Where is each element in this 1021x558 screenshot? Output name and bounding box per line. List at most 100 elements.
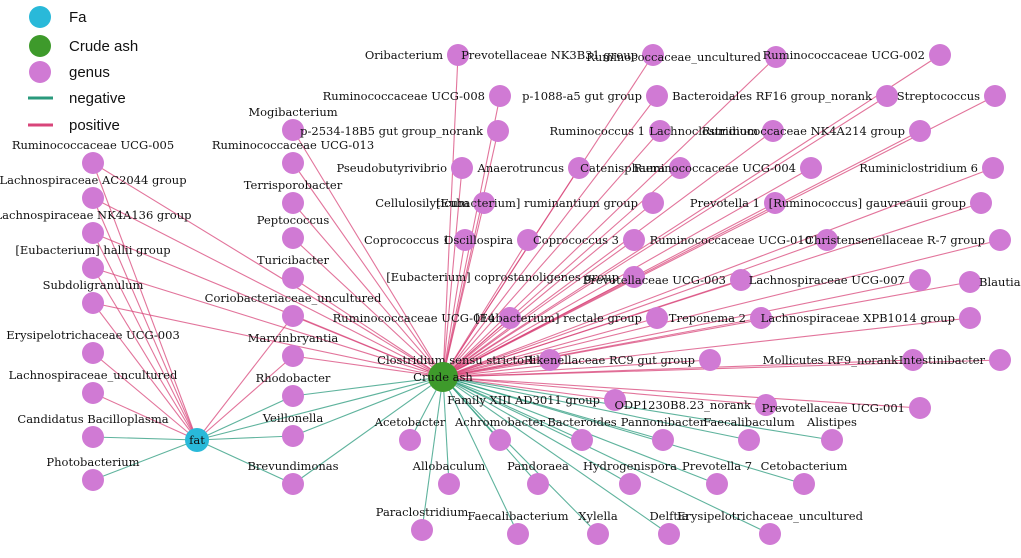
genus-node-circle <box>282 345 304 367</box>
genus-node-circle <box>989 229 1011 251</box>
edge-positive-r22-crude <box>442 239 466 378</box>
genus-node: Clostridium sensu stricto 1 <box>377 349 561 371</box>
legend-label-negative: negative <box>69 90 126 107</box>
genus-node: Faecalibacterium <box>467 509 569 545</box>
genus-node: Ruminococcus 1 <box>549 120 671 142</box>
genus-node-circle <box>762 120 784 142</box>
genus-node: Coprococcus 3 <box>533 229 645 251</box>
genus-node: Lachnospiraceae UCG-007 <box>749 269 931 291</box>
genus-node-circle <box>658 523 680 545</box>
genus-node: Ruminococcaceae UCG-002 <box>763 44 951 66</box>
genus-label: Brevundimonas <box>247 459 338 473</box>
genus-label: Faecalibacterium <box>467 509 568 523</box>
edge-positive-r28-crude <box>442 279 742 378</box>
genus-label: Veillonella <box>262 411 324 425</box>
legend-label-genus: genus <box>69 64 110 81</box>
genus-node: Catenisphaera <box>580 157 691 179</box>
genus-node: Rikenellaceae RC9 gut group <box>524 349 721 371</box>
genus-node: p-1088-a5 gut group <box>522 85 668 107</box>
genus-node-circle <box>759 523 781 545</box>
genus-node-circle <box>793 473 815 495</box>
edge-positive-g1-crude <box>92 162 444 378</box>
legend-swatch-genus <box>29 61 51 83</box>
edge-negative-g8-fat <box>92 436 198 441</box>
edge-positive-g6-fat <box>92 352 198 441</box>
edge-positive-g4-fat <box>92 267 198 441</box>
genus-node: Peptococcus <box>257 213 329 249</box>
genus-label: Candidatus Bacilloplasma <box>17 412 168 426</box>
genus-node-circle <box>82 152 104 174</box>
edge-positive-r17-crude <box>442 167 994 378</box>
genus-node: [Eubacterium] hallii group <box>15 243 171 279</box>
genus-label: Delftia <box>649 509 688 523</box>
edge-negative-b8-crude <box>442 376 539 485</box>
genus-node-circle <box>738 429 760 451</box>
edge-positive-m2-crude <box>292 162 444 378</box>
genus-label: Cellulosilyticum <box>375 196 469 210</box>
edge-positive-r27-crude <box>442 276 635 378</box>
genus-label: Xylella <box>578 509 618 523</box>
genus-label: Catenisphaera <box>580 161 665 175</box>
fat-hub-node-circle <box>185 428 209 452</box>
genus-node: Ruminococcaceae UCG-010 <box>650 229 838 251</box>
edge-positive-r25-crude <box>442 239 828 378</box>
genus-node-circle <box>816 229 838 251</box>
genus-node-circle <box>82 382 104 404</box>
fat-hub-node: fat <box>185 428 209 452</box>
genus-label: Cetobacterium <box>761 459 848 473</box>
edge-negative-b6-crude <box>442 376 833 441</box>
crude-ash-hub-node-circle <box>428 362 458 392</box>
genus-label: Ruminococcaceae UCG-010 <box>650 233 812 247</box>
genus-node: Lachnoclostridium <box>649 120 784 142</box>
edge-positive-m3-crude <box>292 202 444 378</box>
genus-node: Family XIII AD3011 group <box>447 389 626 411</box>
genus-node-circle <box>989 349 1011 371</box>
genus-node: Ruminococcaceae_uncultured <box>586 46 787 68</box>
edge-positive-g3-fat <box>92 232 198 441</box>
legend-item-positive: positive <box>28 117 120 134</box>
edge-positive-m7-crude <box>292 355 444 378</box>
genus-node-circle <box>438 473 460 495</box>
genus-node: Bacteroidales RF16 group_norank <box>672 85 898 107</box>
edge-positive-r4-crude <box>442 54 941 378</box>
genus-node-circle <box>454 229 476 251</box>
genus-node: Pannonibacter <box>621 415 706 451</box>
genus-node: Achromobacter <box>454 415 545 451</box>
genus-node: Terrisporobacter <box>244 178 343 214</box>
genus-node: Treponema 2 <box>669 307 772 329</box>
genus-label: Erysipelotrichaceae UCG-003 <box>6 328 180 342</box>
edge-positive-r18-crude <box>442 202 485 378</box>
edge-negative-g9-fat <box>92 439 198 481</box>
genus-node-circle <box>451 157 473 179</box>
genus-label: Prevotellaceae UCG-003 <box>583 273 726 287</box>
genus-node-circle <box>929 44 951 66</box>
genus-label: Photobacterium <box>46 455 139 469</box>
genus-label: Pannonibacter <box>621 415 706 429</box>
genus-node-circle <box>800 157 822 179</box>
genus-label: Rhodobacter <box>256 371 331 385</box>
genus-node: Ruminococcaceae UCG-013 <box>212 138 374 174</box>
genus-label: Subdoligranulum <box>43 278 144 292</box>
genus-node-circle <box>411 519 433 541</box>
genus-node: Ruminococcaceae NK4A214 group <box>702 120 931 142</box>
genus-node-circle <box>499 307 521 329</box>
genus-label: Lachnoclostridium <box>649 124 758 138</box>
edge-positive-g2-fat <box>92 197 198 441</box>
genus-node-circle <box>282 119 304 141</box>
genus-node: Bacteroides <box>547 415 617 451</box>
genus-node-circle <box>821 429 843 451</box>
legend-item-fa: Fa <box>29 6 87 28</box>
genus-label: Faecalibaculum <box>703 415 795 429</box>
genus-node: Turicibacter <box>257 253 329 289</box>
genus-node: ODP1230B8.23_norank <box>614 394 777 416</box>
genus-node-circle <box>399 429 421 451</box>
genus-label: [Ruminococcus] gauvreauii group <box>769 196 966 210</box>
edge-negative-m9-fat <box>196 435 294 441</box>
genus-label: Marvinbryantia <box>248 331 339 345</box>
genus-label: Hydrogenispora <box>583 459 677 473</box>
edge-negative-m10-crude <box>292 376 444 485</box>
edge-negative-b12-crude <box>421 376 444 531</box>
edge-negative-b3-crude <box>442 376 583 441</box>
genus-node: [Eubacterium] coprostanoligenes group <box>386 266 645 288</box>
genus-node: p-2534-18B5 gut group_norank <box>300 120 509 142</box>
